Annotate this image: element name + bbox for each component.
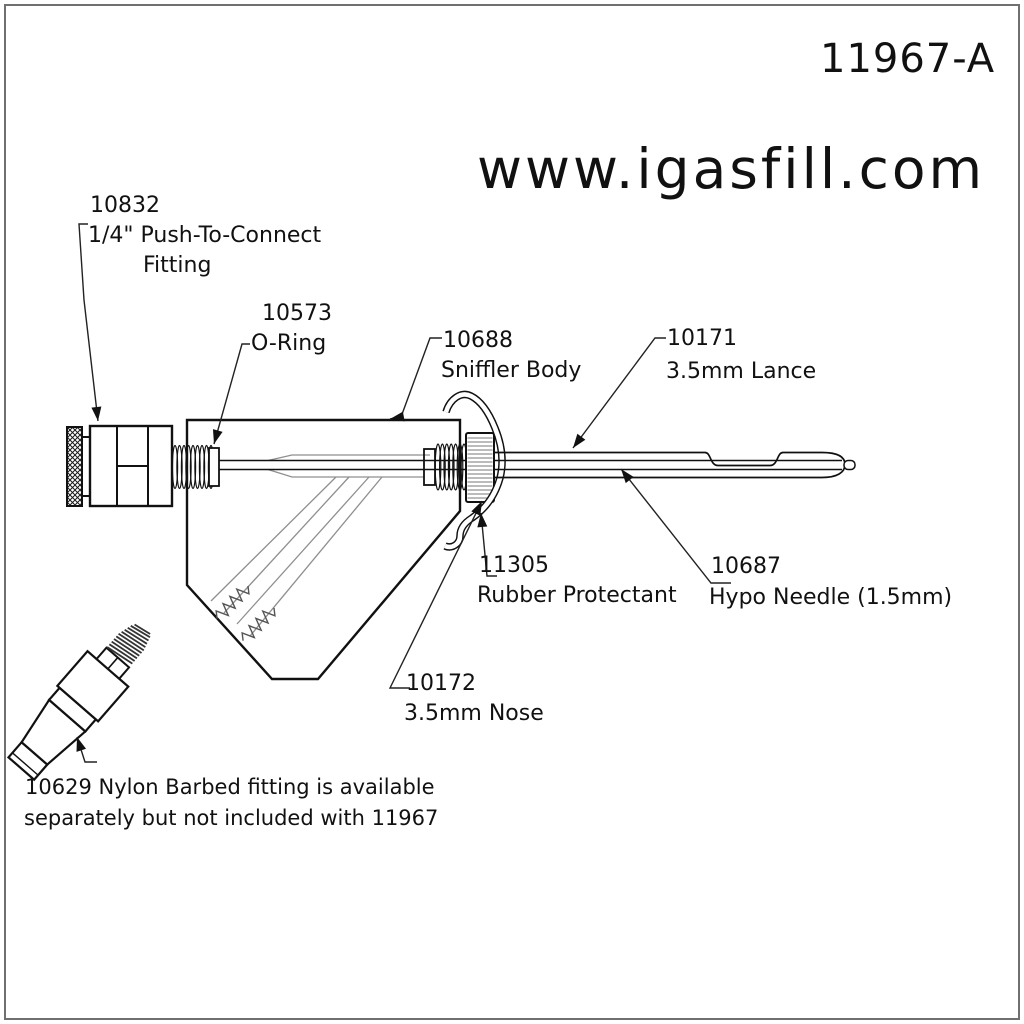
label-hypo-needle-number: 10687: [711, 554, 781, 579]
label-nose-name: 3.5mm Nose: [404, 701, 544, 726]
nose-knurled-nut: [465, 432, 495, 503]
watermark-text: www.igasfill.com: [477, 137, 985, 201]
lance-tube: [494, 451, 856, 479]
label-sniffler-body-name: Sniffler Body: [441, 358, 581, 383]
label-o-ring-number: 10573: [262, 301, 332, 326]
fitting-release-collar: [66, 426, 83, 507]
label-nose-number: 10172: [406, 671, 476, 696]
page-border: [4, 4, 1020, 1020]
push-to-connect-fitting: [66, 424, 174, 508]
left-threads: [171, 444, 215, 490]
leader-o-ring: [212, 343, 250, 445]
label-sniffler-body-number: 10688: [443, 328, 513, 353]
hypo-needle-tip: [843, 459, 856, 471]
leader-barbed-fitting: [76, 736, 97, 763]
label-barbed-fitting-note2: separately but not included with 11967: [24, 806, 438, 830]
leader-push-to-connect: [78, 223, 102, 422]
label-hypo-needle-name: Hypo Needle (1.5mm): [709, 585, 952, 610]
leader-hypo-needle: [620, 468, 731, 584]
label-push-to-connect-number: 10832: [90, 193, 160, 218]
leader-sniffler-body: [389, 337, 442, 422]
label-push-to-connect-name2: Fitting: [143, 253, 211, 278]
label-lance-number: 10171: [667, 326, 737, 351]
leader-lines: [76, 223, 731, 763]
leader-nose: [388, 500, 483, 689]
label-lance-name: 3.5mm Lance: [666, 359, 816, 384]
barbed-fitting: [6, 623, 151, 782]
label-o-ring-name: O-Ring: [251, 331, 326, 356]
label-barbed-fitting-note1: 10629 Nylon Barbed fitting is available: [25, 775, 435, 799]
internal-passages: [210, 454, 430, 637]
check-valve-springs: [215, 585, 276, 641]
label-rubber-protectant-number: 11305: [479, 553, 549, 578]
sniffler-body-outline: [185, 418, 462, 681]
label-push-to-connect-name1: 1/4" Push-To-Connect: [88, 223, 322, 248]
leader-rubber-protectant: [477, 512, 497, 577]
label-rubber-protectant-name: Rubber Protectant: [477, 583, 677, 608]
drawing-number: 11967-A: [820, 36, 995, 82]
barbed-fitting-threads: [106, 623, 151, 665]
o-ring: [208, 447, 220, 487]
leader-lance: [572, 337, 666, 449]
